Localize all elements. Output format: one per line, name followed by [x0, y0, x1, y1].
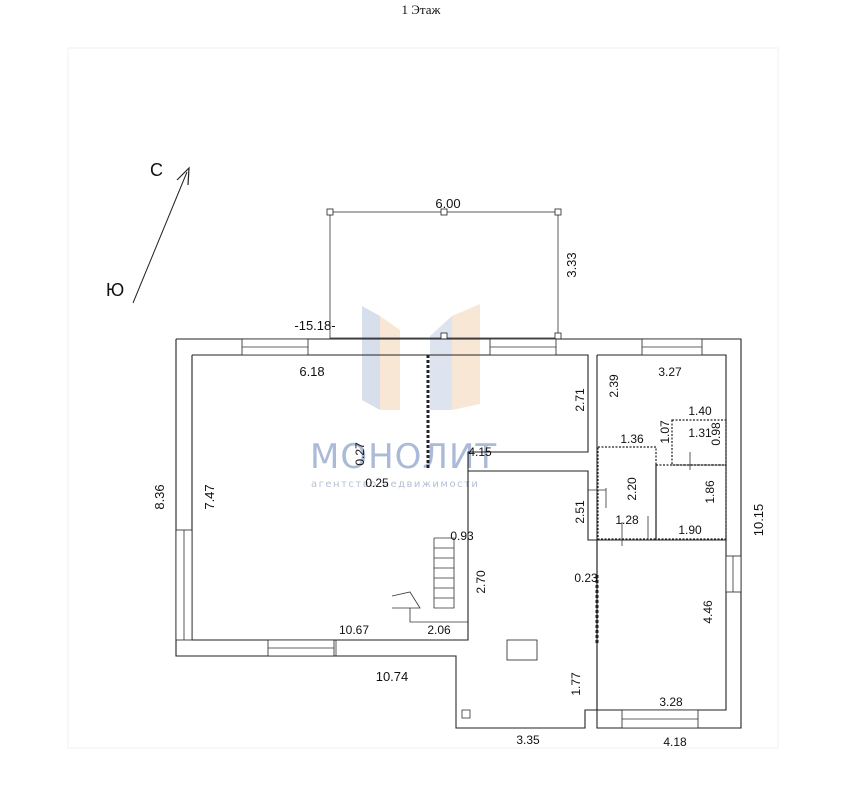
dim-stair-height: 2.70	[474, 570, 488, 594]
dim-bath2-width: 1.90	[678, 523, 702, 537]
windows	[175, 338, 742, 729]
dim-room-height-b: 2.51	[573, 500, 587, 524]
door	[506, 639, 538, 661]
watermark-brand: МОНОЛИТ	[310, 437, 497, 477]
dim-room-height-a: 2.71	[573, 388, 587, 412]
dim-partition: 0.23	[574, 571, 598, 585]
dim-bottom-outer: 10.74	[376, 669, 409, 684]
dim-bedroom-height: 4.46	[701, 600, 715, 624]
compass-south-label: Ю	[106, 280, 124, 300]
dim-porch-width: 3.35	[516, 733, 540, 747]
dim-bath-width: 1.36	[620, 432, 644, 446]
dim-closet-c: 0.98	[709, 422, 723, 446]
dim-overall-width: -15.18-	[294, 318, 335, 333]
dim-wall-small-a: 0.27	[353, 442, 367, 466]
dim-closet-b: 1.31	[688, 426, 712, 440]
dim-bedroom-width: 3.28	[659, 695, 683, 709]
compass: С Ю	[106, 160, 190, 304]
dim-bath2-height: 1.86	[703, 480, 717, 504]
dim-corridor: 4.15	[468, 445, 492, 459]
scan-frame	[67, 47, 779, 749]
partitions	[426, 355, 727, 645]
dim-right-outer-width: 4.18	[663, 735, 687, 749]
dim-living-height: 7.47	[202, 484, 217, 509]
staircase	[391, 537, 468, 623]
dim-right-room-height: 2.39	[607, 374, 621, 398]
dimension-labels: 6.00 3.33 -15.18- 6.18 7.47 8.36 0.27 0.…	[152, 196, 766, 749]
compass-arrow-icon	[176, 166, 190, 186]
dim-wall-small-b: 0.25	[365, 476, 389, 490]
dim-bath-height: 2.20	[625, 477, 639, 501]
dim-bottom-inner: 10.67	[339, 623, 369, 637]
dim-right-room-width: 3.27	[658, 365, 682, 379]
watermark: МОНОЛИТ агентство недвижимости	[310, 304, 497, 490]
dim-porch-height: 1.77	[569, 672, 583, 696]
dim-outer-height-right: 10.15	[751, 504, 766, 537]
dim-terrace-depth: 3.33	[564, 252, 579, 277]
dim-hall-width: 1.28	[615, 513, 639, 527]
dim-terrace-width: 6.00	[435, 196, 460, 211]
compass-north-label: С	[150, 160, 163, 180]
dim-closet-width: 1.40	[688, 404, 712, 418]
dim-closet-a: 1.07	[658, 420, 672, 444]
window	[725, 555, 742, 593]
floor-title: 1 Этаж	[402, 2, 442, 17]
dim-outer-height-left: 8.36	[152, 484, 167, 509]
porch-post	[461, 709, 471, 719]
watermark-logo-icon	[362, 304, 480, 410]
dim-stair-run: 2.06	[427, 623, 451, 637]
dim-stair-width: 0.93	[450, 529, 474, 543]
dim-living-top: 6.18	[299, 364, 324, 379]
watermark-tagline: агентство недвижимости	[311, 479, 479, 490]
